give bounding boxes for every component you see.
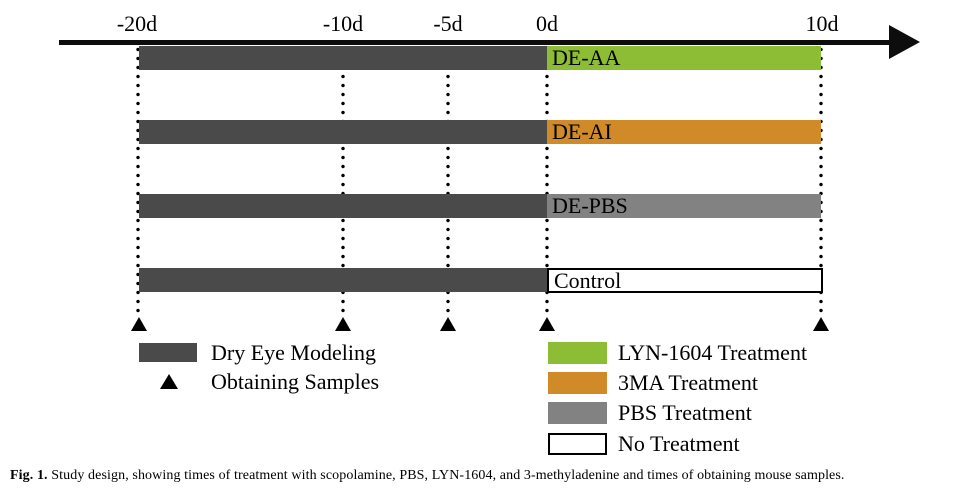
row-label-de-ai: DE-AI: [552, 119, 612, 144]
dry-eye-modeling-swatch: [139, 343, 197, 362]
row-label-de-aa: DE-AA: [552, 45, 621, 70]
treatment-bar-de-aa: DE-AA: [547, 46, 821, 70]
treatment-bar-control: Control: [547, 268, 823, 293]
legend-label-pbs-treatment: PBS Treatment: [618, 400, 752, 425]
dotted-guide-10d: [819, 45, 823, 317]
figure-caption: Fig. 1. Study design, showing times of t…: [10, 467, 962, 485]
sample-triangle-icon: [440, 317, 456, 331]
dotted-guide-0d: [545, 45, 549, 317]
lyn-1604-treatment-swatch: [548, 342, 607, 364]
treatment-bar-de-pbs: DE-PBS: [547, 194, 821, 218]
legend-label-3ma-treatment: 3MA Treatment: [618, 370, 758, 395]
dotted-guide-minus-5d: [446, 45, 450, 317]
timeline-axis-line: [59, 40, 899, 45]
pbs-treatment-swatch: [548, 402, 607, 424]
sample-triangle-icon: [813, 317, 829, 331]
modeling-bar-de-pbs: [139, 194, 547, 218]
tick-label-minus-20d: -20d: [116, 11, 158, 36]
modeling-bar-de-aa: [139, 46, 547, 70]
row-label-de-pbs: DE-PBS: [552, 193, 628, 218]
tick-label-10d: 10d: [805, 11, 839, 36]
tick-label-minus-5d: -5d: [433, 11, 463, 36]
legend-label-no-treatment: No Treatment: [618, 431, 740, 456]
modeling-bar-de-ai: [139, 120, 547, 144]
sample-triangle-icon: [539, 317, 555, 331]
dotted-guide-minus-20d: [136, 45, 140, 317]
legend-label-obtaining-samples: Obtaining Samples: [211, 369, 380, 394]
tick-label-minus-10d: -10d: [322, 11, 364, 36]
sample-triangle-icon: [131, 317, 147, 331]
legend-label-lyn-1604-treatment: LYN-1604 Treatment: [618, 340, 808, 365]
dotted-guide-minus-10d: [341, 45, 345, 317]
tick-label-0d: 0d: [536, 11, 558, 36]
row-label-control: Control: [554, 268, 622, 293]
no-treatment-swatch: [548, 433, 607, 455]
figure-caption-number: Fig. 1.: [10, 468, 48, 483]
sample-triangle-icon: [335, 317, 351, 331]
timeline-arrowhead-icon: [889, 25, 920, 59]
figure-caption-text: Study design, showing times of treatment…: [51, 468, 845, 483]
treatment-bar-de-ai: DE-AI: [547, 120, 821, 144]
modeling-bar-control: [139, 268, 547, 292]
legend-label-dry-eye-modeling: Dry Eye Modeling: [211, 340, 376, 365]
three-ma-treatment-swatch: [548, 372, 607, 394]
obtaining-samples-triangle-icon: [160, 374, 178, 389]
